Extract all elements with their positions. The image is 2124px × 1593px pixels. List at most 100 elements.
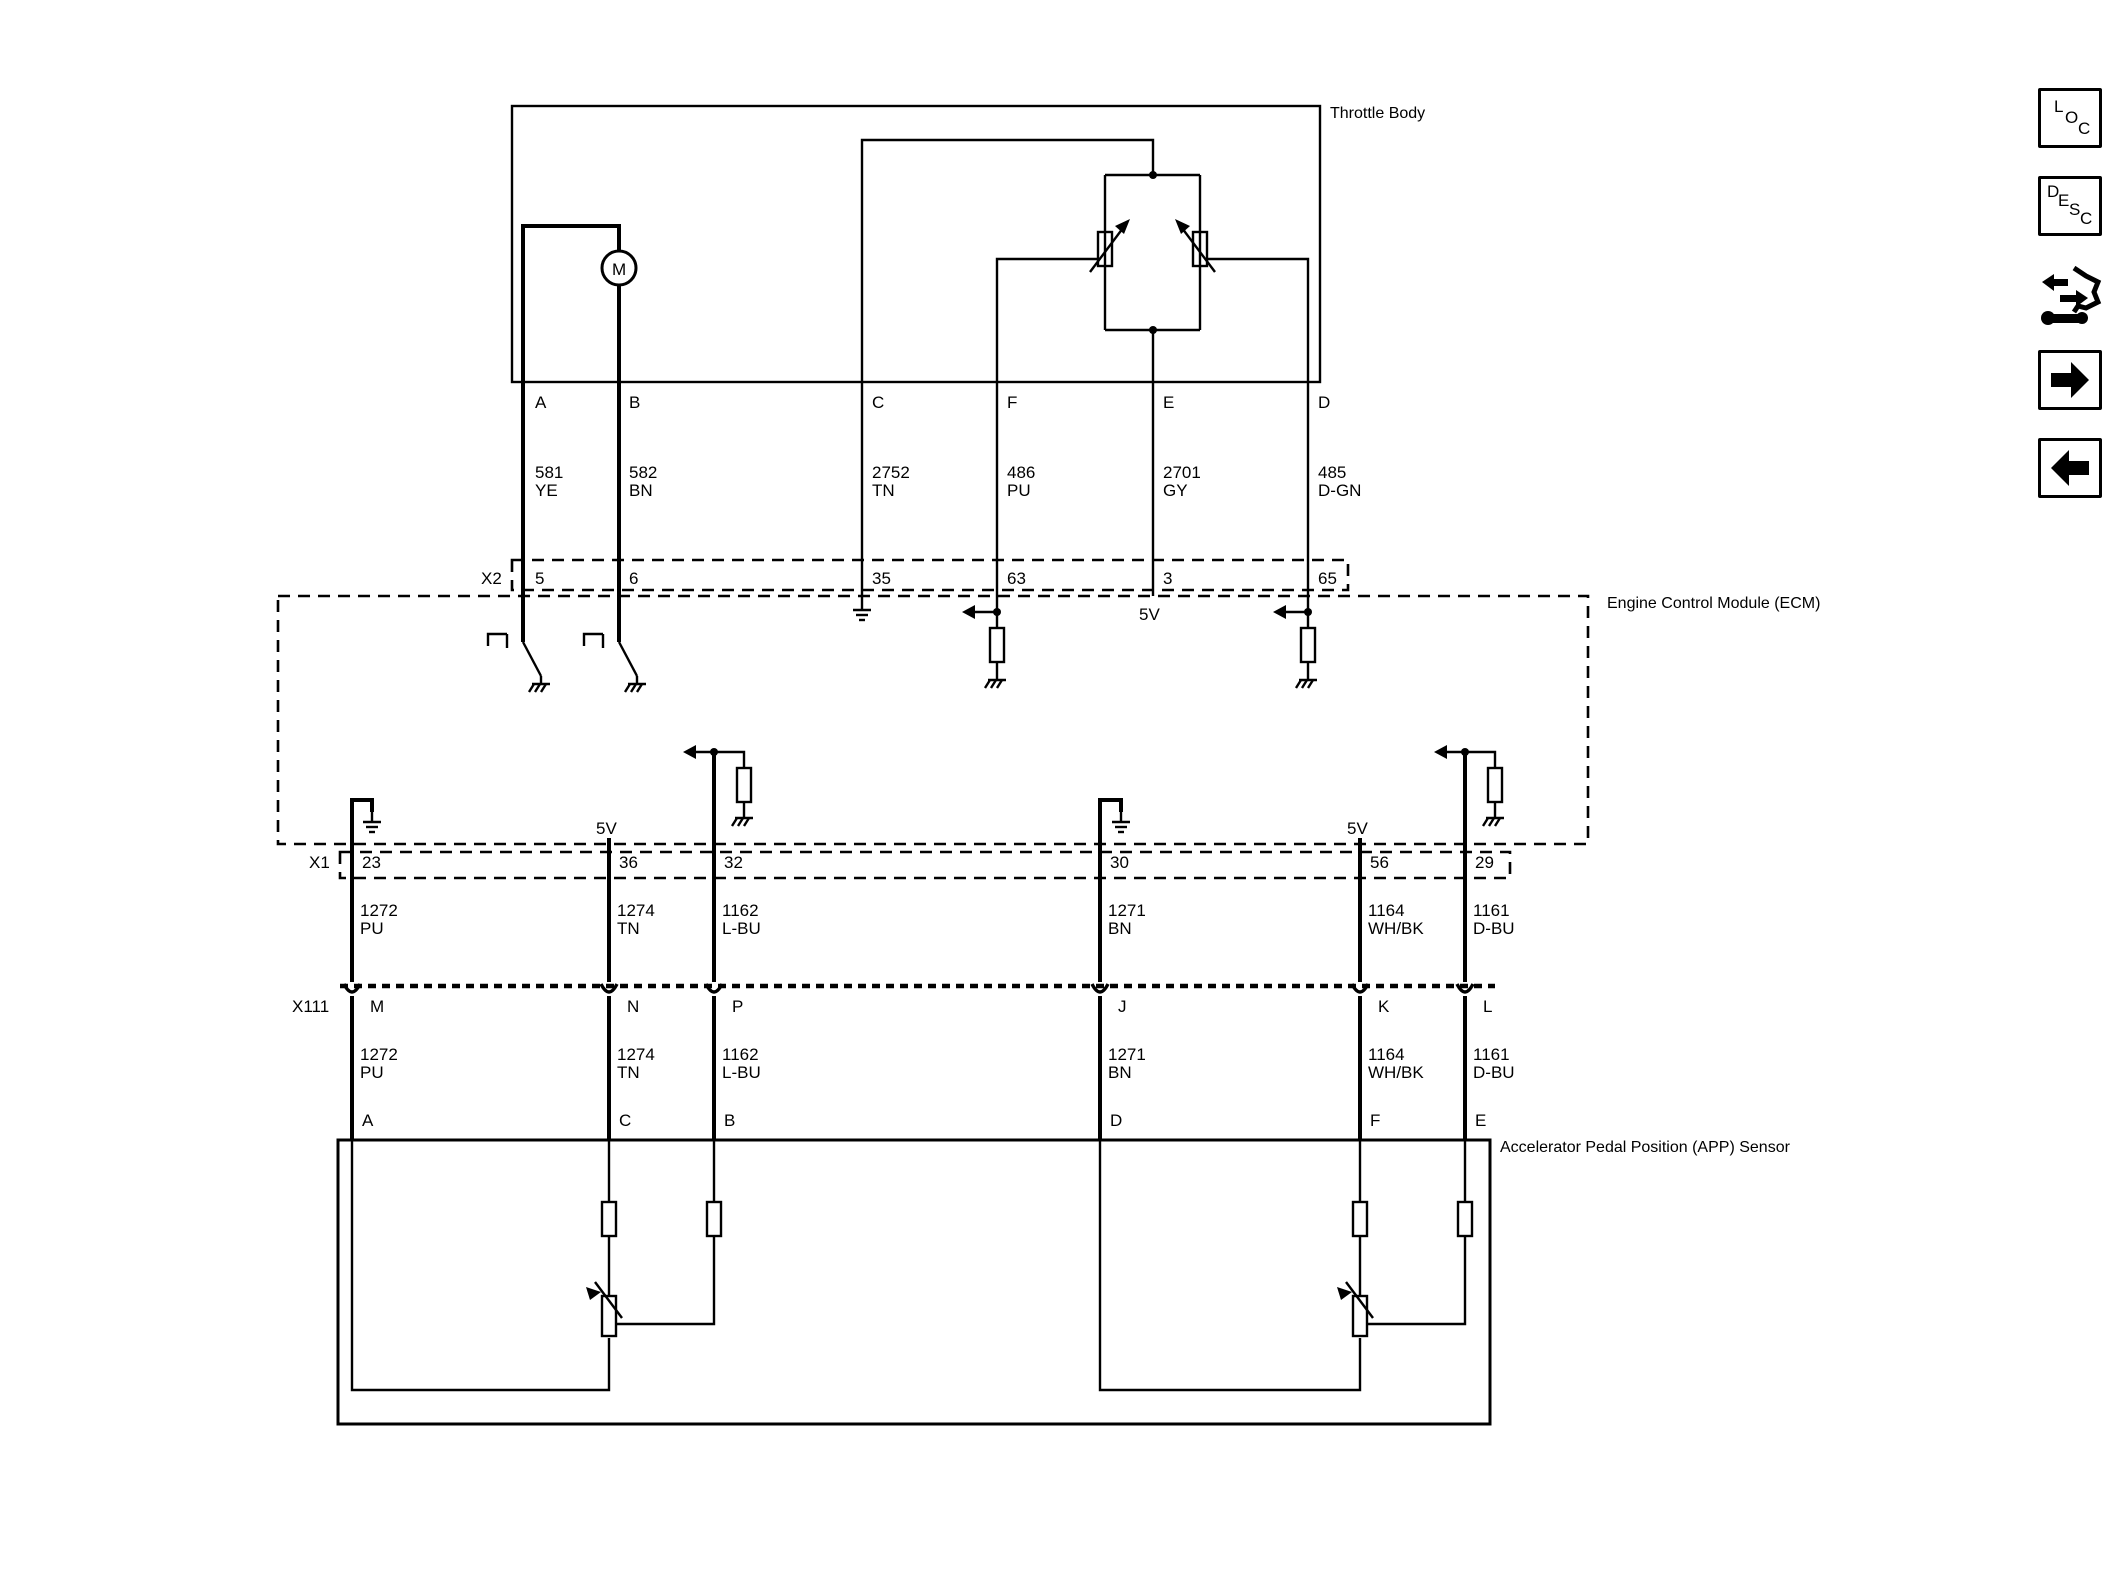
svg-text:1271: 1271 — [1108, 1045, 1146, 1064]
svg-text:486: 486 — [1007, 463, 1035, 482]
svg-text:5: 5 — [535, 569, 544, 588]
ecm-label: Engine Control Module (ECM) — [1607, 595, 1820, 612]
throttle-pin-A: A 581 YE 5 — [535, 393, 563, 588]
next-arrow-icon[interactable] — [2038, 350, 2102, 410]
svg-text:D: D — [1318, 393, 1330, 412]
svg-text:GY: GY — [1163, 481, 1188, 500]
svg-text:TN: TN — [617, 919, 640, 938]
tp-sensors — [860, 138, 1310, 382]
svg-text:29: 29 — [1475, 853, 1494, 872]
svg-text:1164: 1164 — [1368, 1045, 1405, 1064]
svg-text:2752: 2752 — [872, 463, 910, 482]
x1-label: X1 — [309, 853, 330, 872]
svg-text:1161: 1161 — [1473, 1045, 1510, 1064]
svg-text:L: L — [1483, 997, 1492, 1016]
loc-button[interactable]: L O C — [2038, 88, 2102, 148]
svg-text:F: F — [1370, 1111, 1380, 1130]
svg-text:P: P — [732, 997, 743, 1016]
svg-text:32: 32 — [724, 853, 743, 872]
svg-text:F: F — [1007, 393, 1017, 412]
svg-text:M: M — [612, 260, 626, 279]
svg-text:1274: 1274 — [617, 1045, 655, 1064]
svg-text:E: E — [1163, 393, 1174, 412]
svg-text:BN: BN — [1108, 1063, 1132, 1082]
svg-text:A: A — [535, 393, 547, 412]
svg-text:BN: BN — [629, 481, 653, 500]
svg-text:K: K — [1378, 997, 1390, 1016]
app-sensor-2 — [1098, 1140, 1474, 1392]
svg-text:A: A — [362, 1111, 374, 1130]
svg-text:63: 63 — [1007, 569, 1026, 588]
previous-arrow-icon[interactable] — [2038, 438, 2102, 498]
app-circuit-1274: 36 1274 TN N 1274 TN C — [617, 853, 655, 1130]
app-circuit-1162: 32 1162 L-BU P 1162 L-BU B — [722, 853, 761, 1130]
svg-text:L-BU: L-BU — [722, 1063, 761, 1082]
ecm-outline — [276, 594, 1590, 846]
app-circuit-1161: 29 1161 D-BU L 1161 D-BU E — [1473, 853, 1515, 1130]
svg-text:WH/BK: WH/BK — [1368, 919, 1424, 938]
svg-text:PU: PU — [360, 1063, 384, 1082]
svg-text:23: 23 — [362, 853, 381, 872]
svg-text:1162: 1162 — [722, 901, 759, 920]
svg-text:1161: 1161 — [1473, 901, 1510, 920]
vref-label-app1: 5V — [596, 819, 617, 838]
svg-text:35: 35 — [872, 569, 891, 588]
throttle-body-label: Throttle Body — [1330, 105, 1425, 122]
svg-text:TN: TN — [872, 481, 895, 500]
svg-text:3: 3 — [1163, 569, 1172, 588]
svg-text:1162: 1162 — [722, 1045, 759, 1064]
svg-text:1274: 1274 — [617, 901, 655, 920]
throttle-pin-B: B 582 BN 6 — [629, 393, 657, 588]
motor-driver-B — [582, 632, 648, 694]
app-sensor-outline — [336, 1138, 1492, 1426]
vref-label-app2: 5V — [1347, 819, 1368, 838]
x1-connector — [338, 850, 1512, 880]
svg-text:D: D — [1110, 1111, 1122, 1130]
throttle-pin-F: F 486 PU 63 — [1007, 393, 1035, 588]
svg-text:56: 56 — [1370, 853, 1389, 872]
tp2-signal-input — [1273, 605, 1319, 690]
svg-text:30: 30 — [1110, 853, 1129, 872]
motor-driver-A — [486, 632, 552, 694]
x111-label: X111 — [292, 997, 329, 1016]
svg-text:B: B — [629, 393, 640, 412]
app-circuit-1271: 30 1271 BN J 1271 BN D — [1108, 853, 1146, 1130]
throttle-motor: M — [521, 224, 638, 382]
app-sensor-1 — [350, 1140, 723, 1392]
svg-text:D-BU: D-BU — [1473, 1063, 1515, 1082]
app2-signal-input — [1434, 745, 1506, 828]
svg-text:J: J — [1118, 997, 1127, 1016]
desc-button[interactable]: D E S C — [2038, 176, 2102, 236]
svg-text:YE: YE — [535, 481, 558, 500]
x2-connector — [510, 558, 1350, 592]
svg-text:E: E — [1475, 1111, 1486, 1130]
svg-text:1164: 1164 — [1368, 901, 1405, 920]
svg-text:N: N — [627, 997, 639, 1016]
app1-signal-input — [683, 745, 755, 828]
svg-text:D-GN: D-GN — [1318, 481, 1361, 500]
x111-terminals — [342, 983, 1475, 994]
svg-text:36: 36 — [619, 853, 638, 872]
svg-text:C: C — [619, 1111, 631, 1130]
ground-icon — [851, 598, 873, 622]
connector-tool-icon[interactable] — [2038, 262, 2102, 334]
tp1-signal-input — [962, 605, 1008, 690]
svg-text:1272: 1272 — [360, 1045, 398, 1064]
svg-text:2701: 2701 — [1163, 463, 1201, 482]
svg-text:D-BU: D-BU — [1473, 919, 1515, 938]
svg-text:581: 581 — [535, 463, 563, 482]
app-circuit-1164: 56 1164 WH/BK K 1164 WH/BK F — [1368, 853, 1424, 1130]
svg-text:M: M — [370, 997, 384, 1016]
svg-text:582: 582 — [629, 463, 657, 482]
svg-text:B: B — [724, 1111, 735, 1130]
svg-text:BN: BN — [1108, 919, 1132, 938]
throttle-pin-D: D 485 D-GN 65 — [1318, 393, 1361, 588]
svg-text:C: C — [872, 393, 884, 412]
x2-label: X2 — [481, 569, 502, 588]
app-sensor-label: Accelerator Pedal Position (APP) Sensor — [1500, 1139, 1791, 1156]
app2-low-reference — [1098, 798, 1132, 852]
svg-text:PU: PU — [360, 919, 384, 938]
app1-low-reference — [350, 798, 383, 852]
svg-text:PU: PU — [1007, 481, 1031, 500]
